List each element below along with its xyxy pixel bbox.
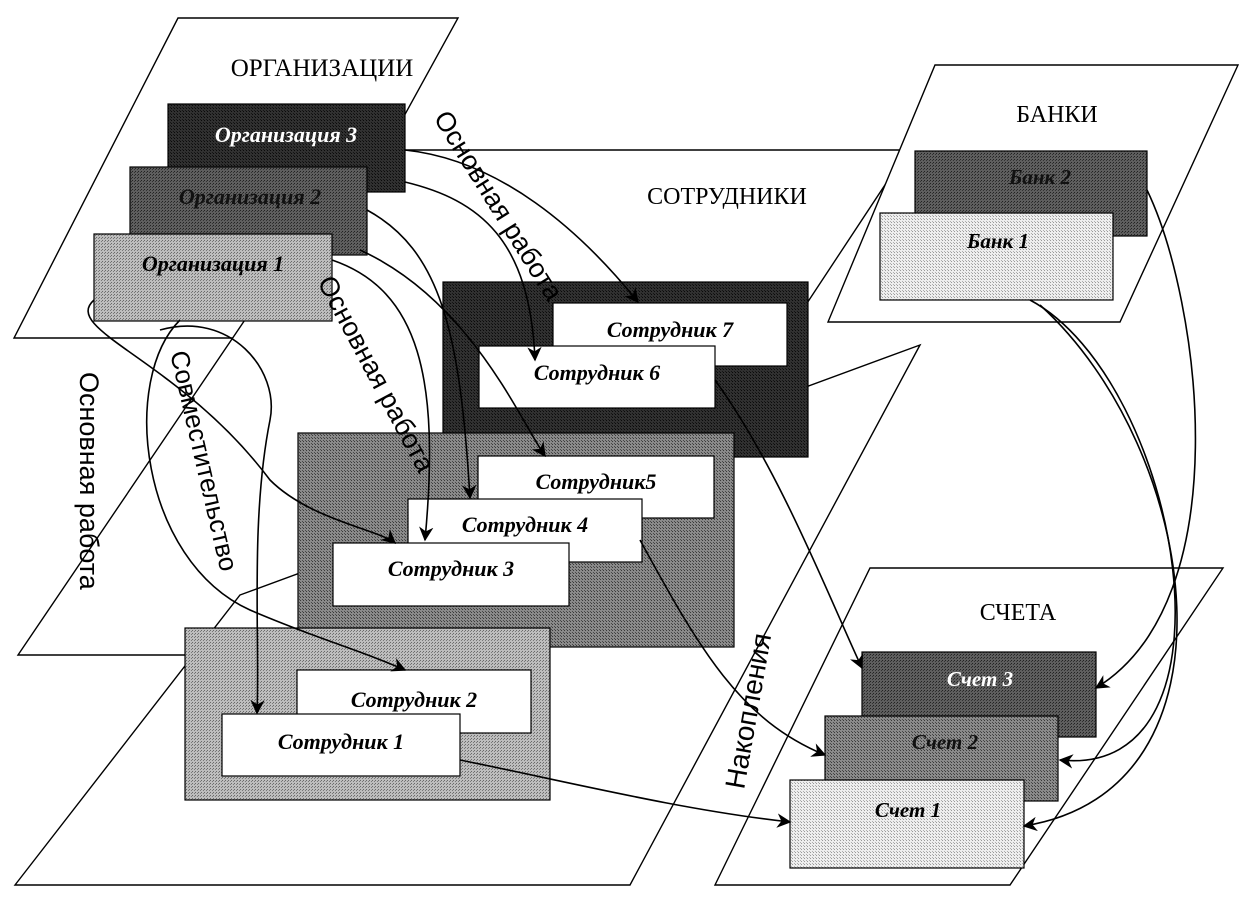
bank-label-2: Банк 2 xyxy=(1008,165,1071,189)
connector-org1-emp4 xyxy=(331,259,434,542)
employee-label-7: Сотрудник 7 xyxy=(607,317,734,342)
account-label-2: Счет 2 xyxy=(912,730,979,754)
employee-label-4: Сотрудник 4 xyxy=(462,512,588,537)
employee-label-2: Сотрудник 2 xyxy=(351,687,477,712)
plane-title-accounts: СЧЕТА xyxy=(980,600,1057,626)
connector-bank1-acc1 xyxy=(1022,304,1178,832)
employee-label-3: Сотрудник 3 xyxy=(388,556,514,581)
employee-label-6: Сотрудник 6 xyxy=(534,360,660,385)
account-label-3: Счет 3 xyxy=(947,667,1013,691)
connectors xyxy=(87,149,1197,832)
plane-title-employees: СОТРУДНИКИ xyxy=(647,184,807,210)
plane-title-organizations: ОРГАНИЗАЦИИ xyxy=(231,55,414,82)
connector-emp6-acc3 xyxy=(714,379,863,670)
bank-label-1: Банк 1 xyxy=(966,229,1029,253)
connector-emp1-acc1 xyxy=(459,759,792,828)
bank-box-1 xyxy=(879,212,1114,301)
relation-label-main-work-left: Основная работа xyxy=(74,372,104,591)
employee-label-5: Сотрудник5 xyxy=(536,469,657,494)
connector-org2-emp5 xyxy=(366,209,477,500)
org-label-3: Организация 3 xyxy=(215,122,357,147)
connector-org3-emp6 xyxy=(404,181,542,362)
org-label-2: Организация 2 xyxy=(179,184,321,209)
connector-org1-emp3 xyxy=(87,299,397,544)
org-box-1 xyxy=(93,233,333,322)
employee-box-6 xyxy=(478,345,716,409)
connector-emp3-acc2 xyxy=(639,539,827,757)
employee-label-1: Сотрудник 1 xyxy=(278,729,404,754)
connector-org1-emp1 xyxy=(159,325,273,715)
employee-box-1 xyxy=(221,713,461,777)
employee-box-3 xyxy=(332,542,570,607)
account-label-1: Счет 1 xyxy=(875,798,941,822)
connector-bank2-acc3 xyxy=(1094,189,1197,689)
connector-org2-emp4 xyxy=(359,249,546,458)
org-label-1: Организация 1 xyxy=(142,251,284,276)
connector-org1-emp2 xyxy=(146,319,407,672)
connector-org3-emp7 xyxy=(404,149,639,304)
account-box-1 xyxy=(789,779,1025,869)
connector-bank1-acc2 xyxy=(1029,299,1176,769)
plane-title-banks: БАНКИ xyxy=(1016,102,1097,128)
